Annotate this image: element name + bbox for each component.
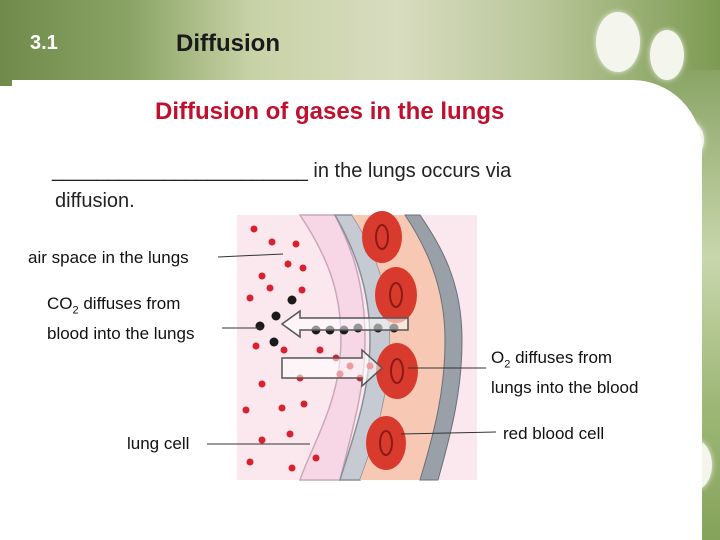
label-air-space: air space in the lungs [28,248,189,267]
oxygen-molecule [292,240,300,248]
oxygen-molecule [266,284,274,292]
oxygen-molecule [246,294,254,302]
leader-line-red-blood-cell [400,431,497,435]
oxygen-molecule [258,380,266,388]
flower-image [596,12,640,72]
co2-molecule [255,321,265,331]
red-blood-cell [375,224,389,250]
co2-subscript: 2 [72,304,79,317]
oxygen-molecule [288,464,296,472]
body-sentence: _______________________ in the lungs occ… [52,160,511,183]
lung-cell-wall [298,214,366,481]
red-blood-cell [375,267,417,323]
oxygen-molecule [278,404,286,412]
oxygen-molecule [286,430,294,438]
o2-text: diffuses from [510,348,613,367]
o2-subscript: 2 [504,358,511,371]
oxygen-molecule [299,264,307,272]
co2-molecule [287,295,297,305]
sentence-text: in the lungs occurs via [307,160,512,182]
oxygen-molecule [258,436,266,444]
oxygen-molecule [316,346,324,354]
red-blood-cells [362,211,418,470]
co2-formula: CO [47,294,73,313]
oxygen-molecule [268,238,276,246]
oxygen-molecule [246,458,254,466]
red-blood-cell [362,211,402,263]
slide-subtitle: Diffusion of gases in the lungs [155,98,505,125]
oxygen-molecule [284,260,292,268]
red-blood-cell [390,358,404,384]
co2-text: diffuses from [78,294,181,313]
o2-formula: O [491,348,505,367]
co2-molecule [271,311,281,321]
oxygen-molecule [252,342,260,350]
capillary-outer-wall [404,214,463,481]
o2-text-line2: lungs into the blood [491,378,639,398]
oxygen-molecule [258,272,266,280]
label-co2-diffusion: CO2 diffuses from blood into the lungs [47,292,194,346]
oxygen-molecule [280,346,288,354]
label-red-blood-cell: red blood cell [503,424,605,443]
leader-line-air-space [217,253,284,258]
label-lung-cell: lung cell [127,434,190,453]
red-blood-cell [379,430,393,456]
oxygen-molecule [312,454,320,462]
co2-text-line2: blood into the lungs [47,324,195,344]
oxygen-molecule [298,286,306,294]
flower-image [650,30,684,80]
red-blood-cell [389,282,403,308]
label-o2-diffusion: O2 diffuses from lungs into the blood [491,346,638,400]
o2-diffusion-arrow [281,348,384,388]
co2-molecule [269,337,279,347]
oxygen-molecule [300,400,308,408]
co2-diffusion-arrow [280,309,409,339]
red-blood-cell [376,343,418,399]
fill-in-blank: _______________________ [52,160,308,182]
slide-number: 3.1 [30,32,58,54]
chapter-title: Diffusion [176,30,280,57]
red-blood-cell [366,416,406,470]
body-sentence-line2: diffusion. [55,190,135,212]
oxygen-molecule [250,225,258,233]
oxygen-molecule [242,406,250,414]
